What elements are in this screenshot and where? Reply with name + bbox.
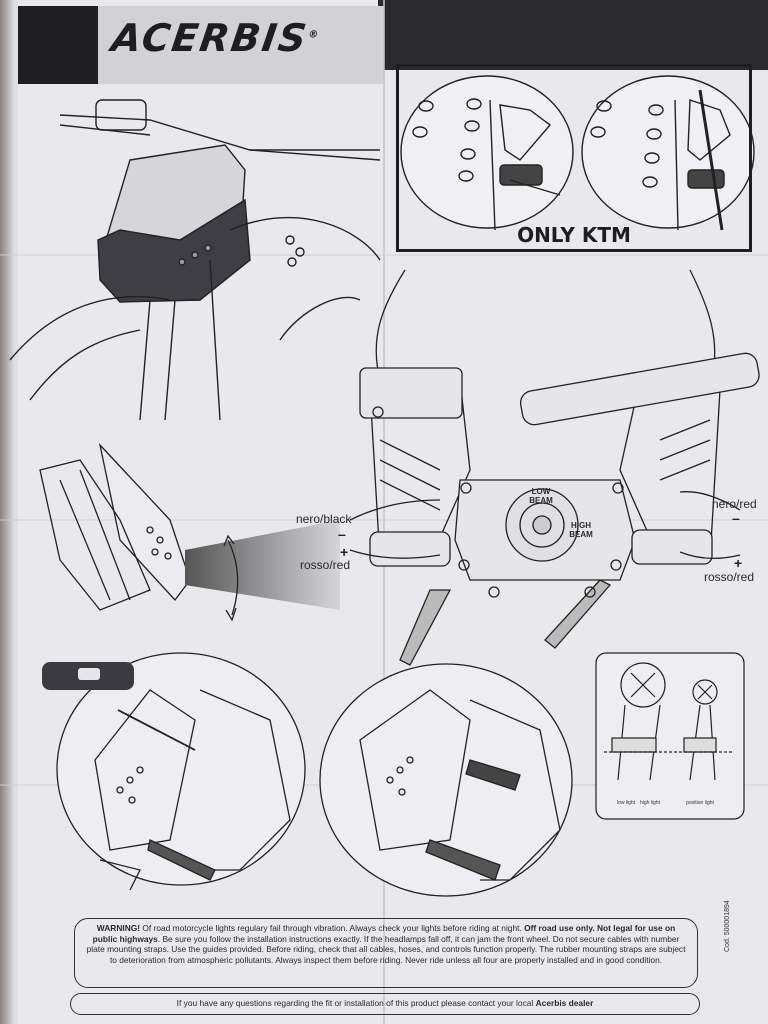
right-minus-sign: – bbox=[732, 510, 740, 526]
right-plus-sign: + bbox=[734, 555, 743, 571]
warning-bold: Off road use only. Not legal for use on … bbox=[92, 923, 676, 944]
warning-lead: WARNING! bbox=[96, 923, 141, 933]
right-wire-label-red: rosso/red bbox=[704, 570, 755, 584]
ktm-detail-circles bbox=[400, 75, 755, 231]
bulb-wiring-diagram bbox=[595, 652, 745, 820]
left-plus-sign: + bbox=[340, 544, 349, 560]
ktm-panel: ONLY KTM bbox=[396, 64, 752, 252]
contact-box: If you have any questions regarding the … bbox=[70, 993, 700, 1015]
high-beam-label: HIGH BEAM bbox=[569, 521, 593, 539]
motorcycle-front-drawing bbox=[9, 99, 381, 421]
low-light-label: low light bbox=[616, 800, 636, 806]
warning-text-2: . Be sure you follow the installation in… bbox=[86, 933, 686, 965]
warning-text-1: Of road motorcycle lights regulary fail … bbox=[140, 923, 525, 933]
adjust-arrow bbox=[227, 539, 239, 616]
low-beam-label: LOW BEAM bbox=[529, 487, 553, 505]
contact-dealer: Acerbis dealer bbox=[535, 998, 594, 1008]
left-minus-sign: – bbox=[338, 526, 346, 542]
left-wire-label-red: rosso/red bbox=[300, 558, 351, 572]
left-wire-label-black: nero/black bbox=[296, 512, 352, 526]
headlight-side-view bbox=[39, 442, 191, 611]
ktm-label: ONLY KTM bbox=[517, 223, 631, 247]
warning-box: WARNING! Of road motorcycle lights regul… bbox=[74, 918, 698, 988]
logo-black-block bbox=[18, 6, 98, 84]
install-detail-circle-1 bbox=[56, 652, 306, 891]
paper-shadow-edge bbox=[0, 0, 18, 1024]
background-dark-area bbox=[378, 0, 768, 70]
right-wire-label-black: nero/red bbox=[712, 497, 757, 511]
contact-text: If you have any questions regarding the … bbox=[176, 998, 536, 1008]
headlight-front-view bbox=[349, 269, 760, 666]
product-code: Cod. 500001894 bbox=[724, 900, 731, 952]
install-detail-circle-2 bbox=[319, 663, 573, 897]
light-beam-shape bbox=[185, 520, 340, 610]
high-light-label: high light bbox=[639, 800, 660, 806]
position-light-label: position light bbox=[686, 800, 714, 806]
